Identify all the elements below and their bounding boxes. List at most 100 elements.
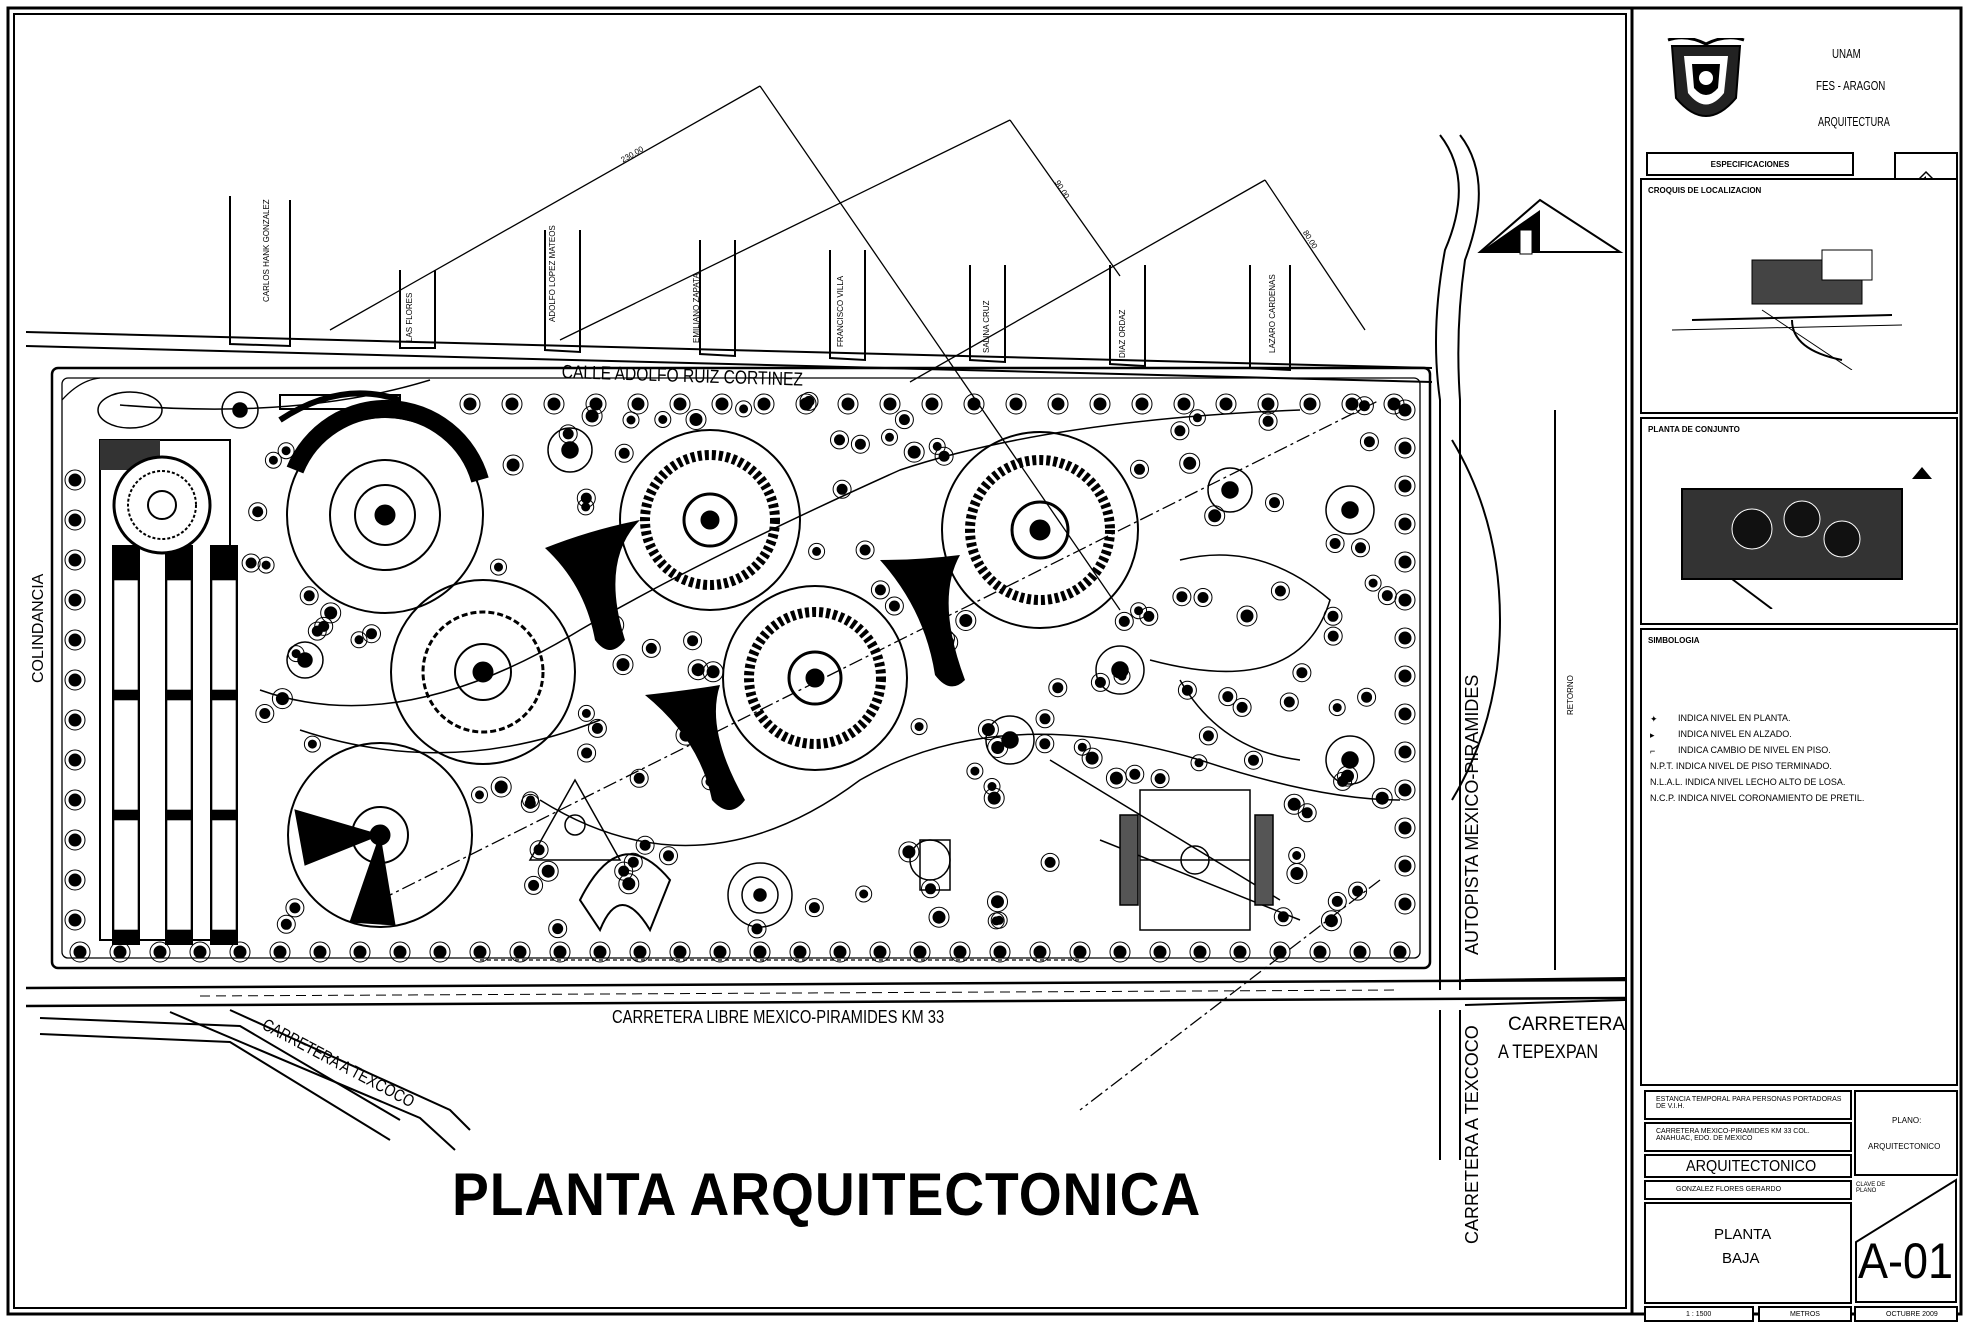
tree-symbol <box>1174 425 1186 437</box>
tree-canopy <box>1394 437 1416 459</box>
street-label: LAS FLORES <box>405 292 414 342</box>
road-label-retorno: RETORNO <box>1566 675 1575 715</box>
sports-field <box>1119 789 1274 931</box>
tree-symbol <box>1113 945 1127 959</box>
tree-canopy <box>64 509 86 531</box>
tree-canopy <box>64 749 86 771</box>
tree-canopy <box>1172 587 1192 607</box>
student-field: GONZALEZ FLORES GERARDO <box>1644 1180 1852 1200</box>
tree-symbol <box>1398 783 1412 797</box>
tree-symbol <box>524 797 536 809</box>
tree-canopy <box>1394 513 1416 535</box>
tree-symbol <box>885 432 894 442</box>
plano-label: PLANO: <box>1892 1116 1922 1125</box>
tree-canopy <box>1394 893 1416 915</box>
tree-canopy <box>1090 672 1110 692</box>
tree-canopy <box>850 434 870 454</box>
tree-symbol <box>1393 945 1407 959</box>
tree-symbol <box>841 397 855 411</box>
tree-symbol <box>991 741 1005 754</box>
tree-symbol <box>541 864 555 878</box>
tree-canopy <box>64 789 86 811</box>
plano-value: ARQUITECTONICO <box>1868 1142 1941 1151</box>
tree-symbol <box>1052 682 1064 694</box>
tree-symbol <box>153 945 167 959</box>
tree-symbol <box>1303 397 1317 411</box>
north-arrow-main <box>1477 198 1624 255</box>
tree-symbol <box>959 614 973 627</box>
tree-canopy <box>276 914 296 934</box>
tree-symbol <box>833 945 847 959</box>
tree-symbol <box>354 635 364 645</box>
tree-symbol <box>1269 497 1280 509</box>
tree-symbol <box>1044 856 1056 868</box>
tree-canopy <box>1035 734 1055 754</box>
tree-symbol <box>874 584 886 596</box>
road-label-right: AUTOPISTA MEXICO-PIRAMIDES <box>1462 674 1482 956</box>
tree-symbol <box>506 458 520 472</box>
legend-item: ⌐INDICA CAMBIO DE NIVEL EN PISO. <box>1650 745 1831 756</box>
tree-canopy <box>832 479 852 499</box>
tree-canopy <box>1048 678 1068 698</box>
tree-canopy <box>987 912 1005 930</box>
tree-symbol <box>1109 771 1123 785</box>
tree-canopy <box>1257 393 1279 415</box>
tree-canopy <box>989 941 1011 963</box>
tree-canopy <box>977 719 999 741</box>
level-change-icon: ⌐ <box>1650 746 1656 756</box>
tree-canopy <box>623 852 643 872</box>
tree-symbol <box>622 877 636 891</box>
unam-crest-icon <box>1667 38 1745 117</box>
tree-symbol <box>494 562 503 572</box>
tree-symbol <box>1261 397 1275 411</box>
tree-canopy <box>1229 941 1251 963</box>
level-plan-icon: ✦ <box>1650 714 1658 724</box>
tree-canopy <box>257 556 275 574</box>
tree-symbol <box>691 663 705 677</box>
tree-symbol <box>589 397 603 411</box>
building-cluster-1 <box>279 394 489 614</box>
tree-canopy <box>1354 396 1374 416</box>
tree-symbol <box>1398 859 1412 873</box>
tree-symbol <box>1135 397 1149 411</box>
tree-canopy <box>612 654 634 676</box>
tree-symbol <box>1296 667 1308 679</box>
tree-symbol <box>1236 701 1248 713</box>
tree-canopy <box>320 602 342 624</box>
tree-symbol <box>1290 867 1304 880</box>
triangular-plaza <box>528 778 622 861</box>
tree-canopy <box>1394 627 1416 649</box>
tree-symbol <box>627 856 639 868</box>
tree-symbol <box>938 450 950 462</box>
tree-symbol <box>836 483 848 495</box>
tree-canopy <box>804 898 824 918</box>
site-boundary <box>50 366 1432 970</box>
tree-symbol <box>991 895 1004 909</box>
tree-symbol <box>1353 945 1367 959</box>
tree-symbol <box>528 879 540 891</box>
tree-symbol <box>808 902 820 914</box>
tree-canopy <box>1189 941 1211 963</box>
tree-canopy <box>1170 421 1190 441</box>
street-label: ADOLFO LOPEZ MATEOS <box>548 225 557 322</box>
croquis-label: CROQUIS DE LOCALIZACION <box>1648 186 1762 195</box>
tree-symbol <box>68 513 82 527</box>
tree-symbol <box>1283 696 1295 708</box>
tree-symbol <box>1368 578 1378 588</box>
road-label-texcoco-vert: CARRETERA A TEXCOCO <box>1462 1025 1482 1245</box>
tree-symbol <box>908 580 922 594</box>
street-label: EMILIANO ZAPATA <box>692 273 701 343</box>
tree-symbol <box>1051 397 1065 411</box>
tree-symbol <box>1177 397 1191 411</box>
tree-canopy <box>1218 687 1238 707</box>
student-value: GONZALEZ FLORES GERARDO <box>1676 1186 1782 1193</box>
tree-symbol <box>626 415 636 425</box>
tree-symbol <box>113 945 127 959</box>
tree-symbol <box>245 557 257 569</box>
tree-canopy <box>963 393 985 415</box>
tree-canopy <box>1270 581 1290 601</box>
tree-symbol <box>914 722 924 732</box>
tree-symbol <box>1387 397 1401 411</box>
tree-canopy <box>983 778 1001 795</box>
